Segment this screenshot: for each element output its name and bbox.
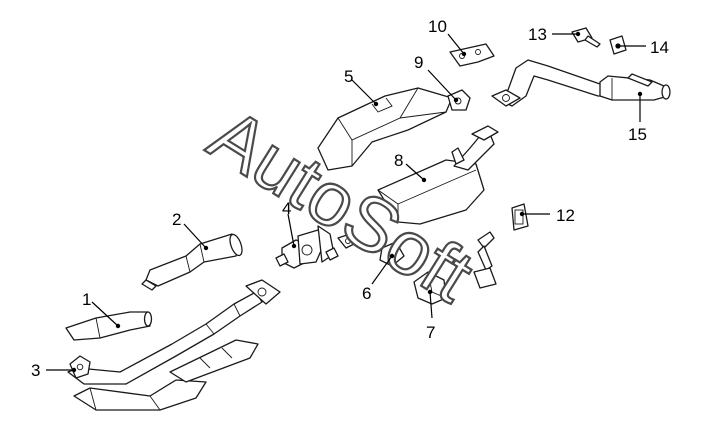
callout-labels: 1 2 3 4 5 6 7 8 9 10 12 13 14 15 xyxy=(31,17,669,380)
pipe-part-1 xyxy=(65,311,153,341)
mount-part-12 xyxy=(511,203,529,231)
lower-heat-shield xyxy=(73,339,259,411)
clip-part-13 xyxy=(571,27,601,48)
muffler-part-8 xyxy=(377,125,499,225)
callout-7: 7 xyxy=(426,323,435,342)
hanger-bracket-part-7 xyxy=(413,231,497,305)
leader-lines xyxy=(46,31,646,373)
callout-12: 12 xyxy=(556,206,575,225)
callout-15: 15 xyxy=(628,125,647,144)
callout-14: 14 xyxy=(650,38,669,57)
callout-4: 4 xyxy=(282,199,291,218)
tail-pipe-part-15 xyxy=(491,59,671,107)
clamp-part-4 xyxy=(275,225,339,269)
callout-3: 3 xyxy=(31,361,40,380)
bracket-part-10 xyxy=(449,43,495,67)
callout-5: 5 xyxy=(344,67,353,86)
flange-part-3 xyxy=(69,355,91,379)
callout-13: 13 xyxy=(528,25,547,44)
callout-6: 6 xyxy=(362,284,371,303)
callout-10: 10 xyxy=(428,17,447,36)
heat-shield-part-5 xyxy=(317,87,453,171)
callout-1: 1 xyxy=(82,290,91,309)
callout-8: 8 xyxy=(394,151,403,170)
hanger-part-9 xyxy=(447,89,471,111)
gasket xyxy=(337,233,359,249)
callout-2: 2 xyxy=(172,210,181,229)
catalytic-converter-part-2 xyxy=(141,233,243,291)
callout-9: 9 xyxy=(414,53,423,72)
